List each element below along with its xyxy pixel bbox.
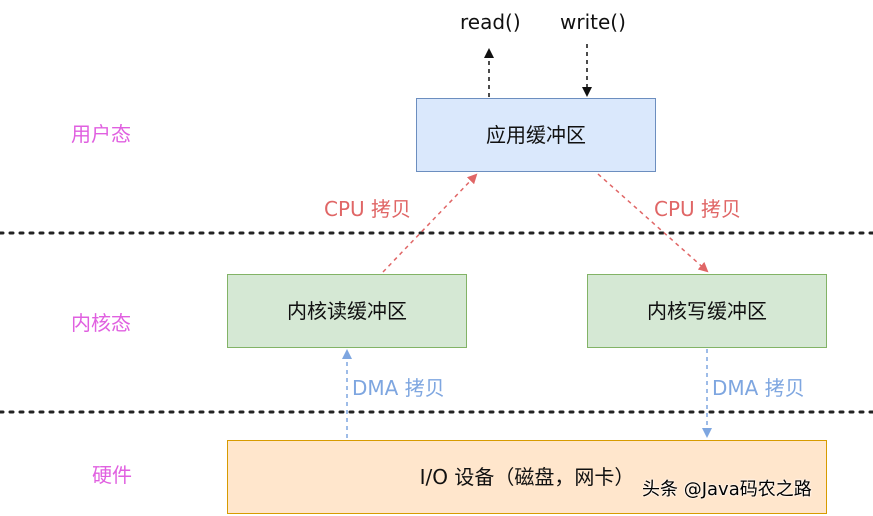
cpu-copy-write-arrow xyxy=(597,173,709,273)
watermark: 头条 @Java码农之路 xyxy=(642,479,812,500)
io-device-label: I/O 设备（磁盘，网卡） xyxy=(419,465,635,489)
write-call-label: write() xyxy=(560,10,626,34)
dma-copy-left-label: DMA 拷贝 xyxy=(350,376,447,400)
cpu-copy-left-label: CPU 拷贝 xyxy=(322,197,414,221)
kernel-write-buffer-label: 内核写缓冲区 xyxy=(647,299,767,323)
cpu-copy-read-arrow xyxy=(382,173,478,273)
kernel-read-buffer-label: 内核读缓冲区 xyxy=(287,299,407,323)
read-call-label: read() xyxy=(460,10,521,34)
cpu-copy-right-label: CPU 拷贝 xyxy=(652,197,744,221)
layer-label-kernel: 内核态 xyxy=(71,311,131,335)
io-device-box: I/O 设备（磁盘，网卡） xyxy=(227,440,827,514)
kernel-read-buffer-box: 内核读缓冲区 xyxy=(227,274,467,348)
layer-label-hardware: 硬件 xyxy=(92,463,132,487)
layer-label-user: 用户态 xyxy=(71,122,131,146)
dma-copy-right-label: DMA 拷贝 xyxy=(710,376,807,400)
app-buffer-label: 应用缓冲区 xyxy=(486,123,586,147)
app-buffer-box: 应用缓冲区 xyxy=(416,98,656,172)
kernel-write-buffer-box: 内核写缓冲区 xyxy=(587,274,827,348)
